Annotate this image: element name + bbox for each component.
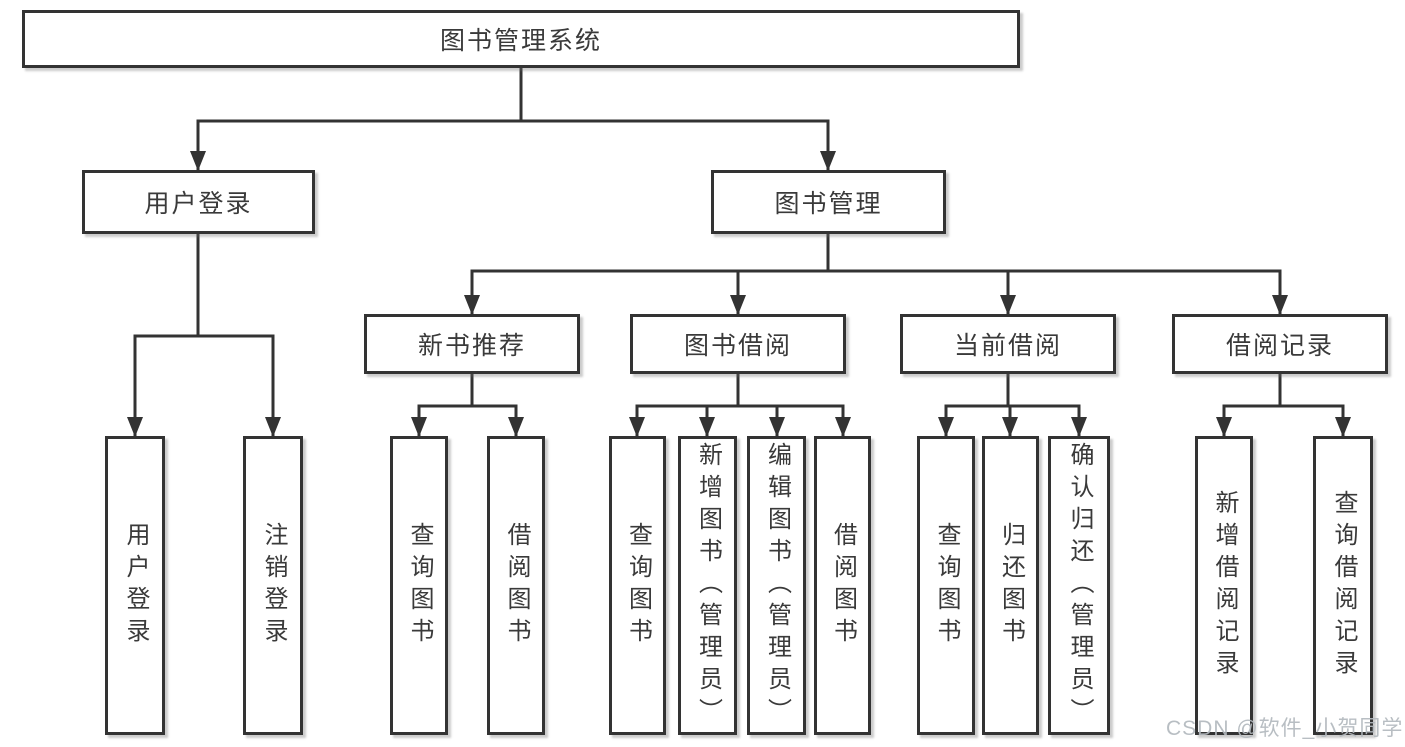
leaf-query-books-borrow: 查询图书: [609, 436, 666, 735]
node-root-system: 图书管理系统: [22, 10, 1020, 68]
leaf-confirm-return-admin: 确认归还（管理员）: [1048, 436, 1110, 735]
leaf-user-login: 用户登录: [105, 436, 165, 735]
connector-book-borrow-to-leaves: [629, 372, 851, 438]
connector-current-borrow-to-leaves: [938, 372, 1087, 438]
node-book-management: 图书管理: [711, 170, 946, 234]
leaf-query-books-recommend: 查询图书: [390, 436, 448, 735]
leaf-edit-books-admin: 编辑图书（管理员）: [747, 436, 806, 735]
leaf-add-borrow-record-label: 新增借阅记录: [1211, 489, 1238, 682]
leaf-borrow-books-recommend-label: 借阅图书: [503, 521, 530, 650]
connector-book-management-to-level3: [464, 232, 1288, 316]
leaf-query-borrow-record-label: 查询借阅记录: [1330, 489, 1357, 682]
leaf-borrow-books: 借阅图书: [814, 436, 871, 735]
node-current-borrow: 当前借阅: [900, 314, 1116, 374]
leaf-query-books-recommend-label: 查询图书: [406, 521, 433, 650]
leaf-confirm-return-admin-label: 确认归还（管理员）: [1066, 441, 1093, 730]
connector-new-book-to-leaves: [411, 372, 524, 438]
leaf-borrow-books-label: 借阅图书: [829, 521, 857, 650]
leaf-user-login-label: 用户登录: [122, 521, 149, 650]
connector-borrow-records-to-leaves: [1216, 372, 1351, 438]
leaf-query-books-current-label: 查询图书: [933, 521, 960, 650]
node-new-book-recommend: 新书推荐: [364, 314, 580, 374]
node-book-borrow: 图书借阅: [630, 314, 846, 374]
connector-user-login-to-leaves: [127, 232, 281, 438]
leaf-query-books-current: 查询图书: [917, 436, 975, 735]
leaf-query-borrow-record: 查询借阅记录: [1313, 436, 1373, 735]
leaf-edit-books-admin-label: 编辑图书（管理员）: [763, 441, 791, 730]
leaf-borrow-books-recommend: 借阅图书: [487, 436, 545, 735]
leaf-add-borrow-record: 新增借阅记录: [1195, 436, 1253, 735]
leaf-logout-label: 注销登录: [260, 521, 287, 650]
node-user-login: 用户登录: [82, 170, 315, 234]
leaf-query-books-borrow-label: 查询图书: [624, 521, 652, 650]
csdn-watermark: CSDN @软件_小贺同学: [1166, 717, 1404, 740]
node-borrow-records: 借阅记录: [1172, 314, 1388, 374]
leaf-logout: 注销登录: [243, 436, 303, 735]
leaf-return-books: 归还图书: [982, 436, 1039, 735]
leaf-return-books-label: 归还图书: [997, 521, 1025, 650]
connector-root-to-level2: [190, 66, 836, 172]
leaf-add-books-admin-label: 新增图书（管理员）: [694, 441, 722, 730]
leaf-add-books-admin: 新增图书（管理员）: [678, 436, 737, 735]
